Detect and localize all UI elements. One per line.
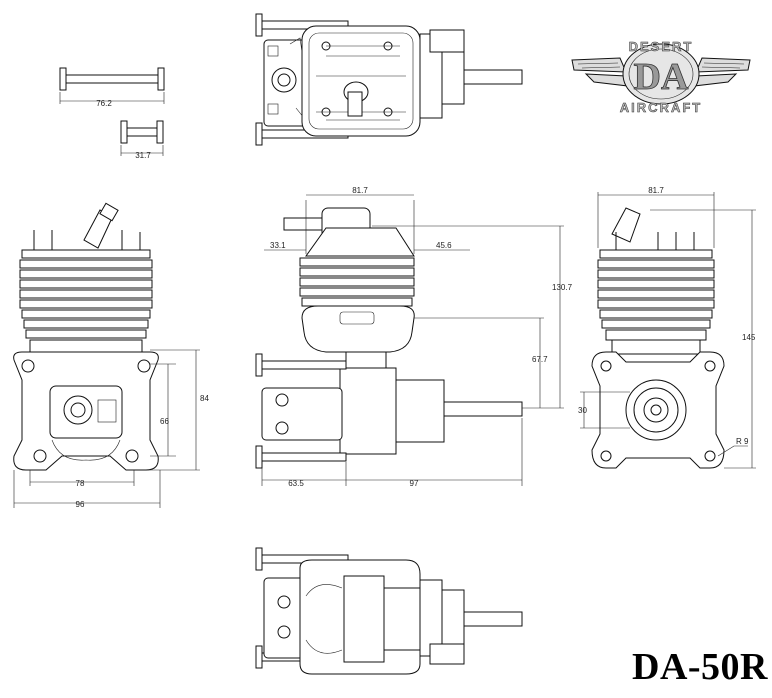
dim-rear-height: 145 xyxy=(742,333,756,342)
dim-standoff-short: 31.7 xyxy=(135,151,151,160)
model-title: DA-50R xyxy=(632,646,768,688)
dim-side-width: 81.7 xyxy=(352,186,368,195)
standoff-short-view: 31.7 xyxy=(120,120,164,160)
logo-bottom-text: AIRCRAFT xyxy=(620,100,702,115)
dim-cyl-right: 45.6 xyxy=(436,241,452,250)
engine-side-view: 81.7 33.1 45.6 130.7 67.7 63.5 97 xyxy=(255,186,573,488)
dim-front-bolt: 78 xyxy=(76,479,85,488)
dim-side-front: 97 xyxy=(410,479,419,488)
engine-front-view: 84 66 78 96 xyxy=(13,202,209,509)
desert-aircraft-logo: DA DESERT AIRCRAFT xyxy=(571,39,751,115)
engine-rear-view: 81.7 145 30 R 9 xyxy=(578,186,756,469)
dim-rear-radius: R 9 xyxy=(736,437,749,446)
standoff-long-view: 76.2 xyxy=(59,67,165,108)
dim-front-height: 84 xyxy=(200,394,209,403)
logo-top-text: DESERT xyxy=(629,39,694,54)
logo-monogram: DA xyxy=(634,56,689,98)
dim-front-center: 66 xyxy=(160,417,169,426)
dim-side-height: 130.7 xyxy=(552,283,573,292)
dim-side-center: 67.7 xyxy=(532,355,548,364)
dim-cyl-left: 33.1 xyxy=(270,241,286,250)
dim-side-rear: 63.5 xyxy=(288,479,304,488)
dim-rear-hub: 30 xyxy=(578,406,587,415)
dim-front-width: 96 xyxy=(76,500,85,509)
dim-standoff-long: 76.2 xyxy=(96,99,112,108)
engine-bottom-view xyxy=(255,547,523,675)
engine-top-view xyxy=(255,13,523,146)
dim-rear-width: 81.7 xyxy=(648,186,664,195)
